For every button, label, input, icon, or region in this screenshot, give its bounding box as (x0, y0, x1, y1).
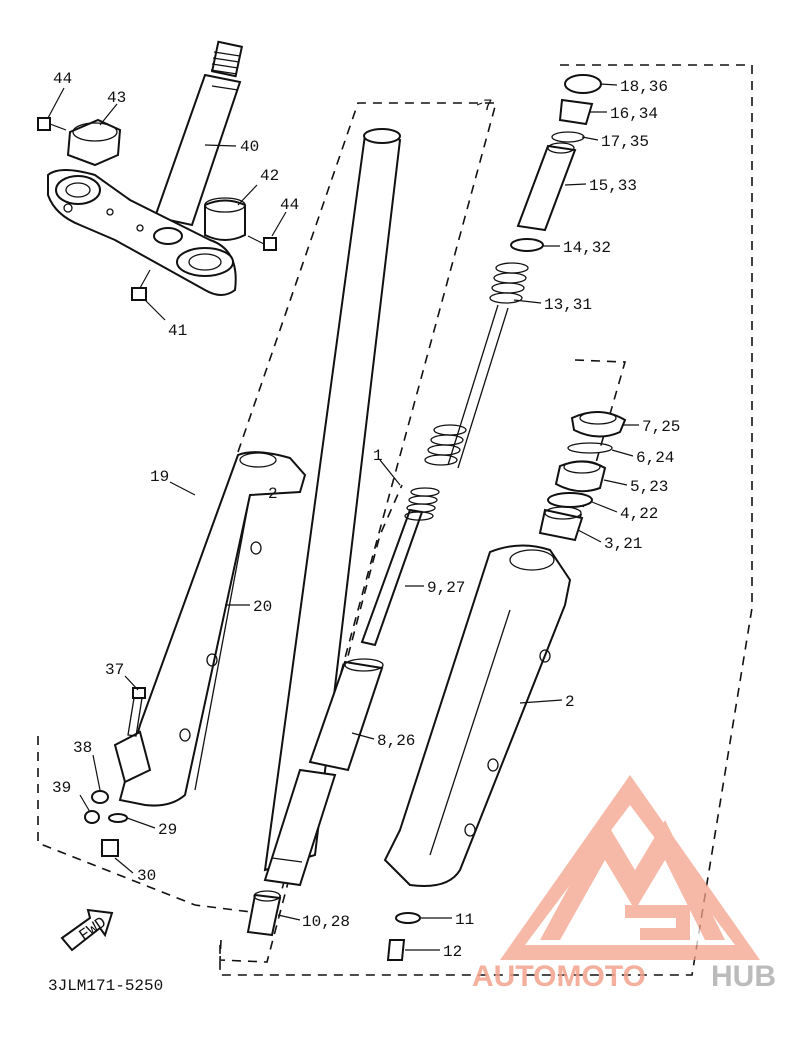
spring-13-31 (424, 262, 529, 469)
circlip-17-35 (551, 131, 585, 143)
part-labels: 44 43 40 42 44 41 7 18,36 16,34 17,35 15… (52, 70, 680, 961)
label-3-21: 3,21 (604, 535, 642, 553)
label-44b: 44 (280, 196, 299, 214)
bolt-37 (127, 687, 146, 737)
washer-29 (108, 813, 128, 823)
washer-11 (395, 912, 421, 924)
label-4-22: 4,22 (620, 505, 658, 523)
outer-tube-2 (383, 544, 572, 887)
label-44a: 44 (53, 70, 72, 88)
bolt-12 (386, 939, 406, 961)
label-39: 39 (52, 779, 71, 797)
diagram-code: 3JLM171-5250 (48, 977, 163, 995)
steering-stem-40 (153, 40, 244, 227)
label-15-33: 15,33 (589, 177, 637, 195)
oil-seal-5-23 (554, 460, 607, 493)
nut-39 (84, 810, 100, 824)
label-5-23: 5,23 (630, 478, 668, 496)
cap-bolt-18-36 (564, 74, 602, 94)
watermark-text-hub: HUB (711, 960, 776, 993)
label-37: 37 (105, 661, 124, 679)
label-10-28: 10,28 (302, 913, 350, 931)
washer-4-22 (547, 492, 593, 508)
slide-metal-3-21 (538, 506, 584, 542)
label-18-36: 18,36 (620, 78, 668, 96)
bolt-44a (37, 117, 67, 131)
o-ring-16-34 (558, 98, 594, 126)
label-7-top: 7 (483, 97, 493, 115)
lower-bracket (47, 169, 237, 296)
label-7-25: 7,25 (642, 418, 680, 436)
watermark-text-main: AUTOMOTO (472, 960, 646, 993)
upper-clamp-43 (66, 118, 122, 167)
spacer-8-26 (308, 658, 384, 772)
label-14-32: 14,32 (563, 239, 611, 257)
label-2-bracket: 2 (268, 485, 278, 503)
label-9-27: 9,27 (427, 579, 465, 597)
clip-6-24 (567, 442, 613, 454)
label-8-26: 8,26 (377, 732, 415, 750)
label-41: 41 (168, 322, 187, 340)
label-40: 40 (240, 138, 259, 156)
bolt-30 (101, 839, 119, 857)
dust-seal-7-25 (570, 411, 627, 438)
label-29: 29 (158, 821, 177, 839)
damper-rod-9-27 (360, 487, 440, 647)
label-38: 38 (73, 739, 92, 757)
bolt-41 (131, 269, 151, 301)
right-fork-boundary (219, 64, 753, 976)
automotohub-logo (500, 775, 760, 960)
label-17-35: 17,35 (601, 133, 649, 151)
label-43: 43 (107, 89, 126, 107)
label-6-24: 6,24 (636, 449, 674, 467)
label-2: 2 (565, 693, 575, 711)
label-11: 11 (455, 911, 474, 929)
label-1: 1 (373, 447, 383, 465)
bolt-44b (247, 235, 277, 251)
lower-tube (263, 768, 337, 887)
leader-lines (47, 83, 639, 951)
label-16-34: 16,34 (610, 105, 658, 123)
clamp-42 (204, 197, 246, 241)
fwd-arrow-icon: FWD (60, 908, 114, 952)
label-19: 19 (150, 468, 169, 486)
label-20: 20 (253, 598, 272, 616)
spacer-15-33 (516, 142, 577, 232)
label-13-31: 13,31 (544, 296, 592, 314)
washer-14-32 (510, 238, 544, 252)
oil-lock-10-28 (246, 890, 282, 937)
inner-tube-boundary (219, 484, 403, 963)
label-30: 30 (137, 867, 156, 885)
label-42: 42 (260, 167, 279, 185)
nut-38 (91, 790, 109, 804)
outer-tube-20 (113, 451, 307, 807)
label-12: 12 (443, 943, 462, 961)
